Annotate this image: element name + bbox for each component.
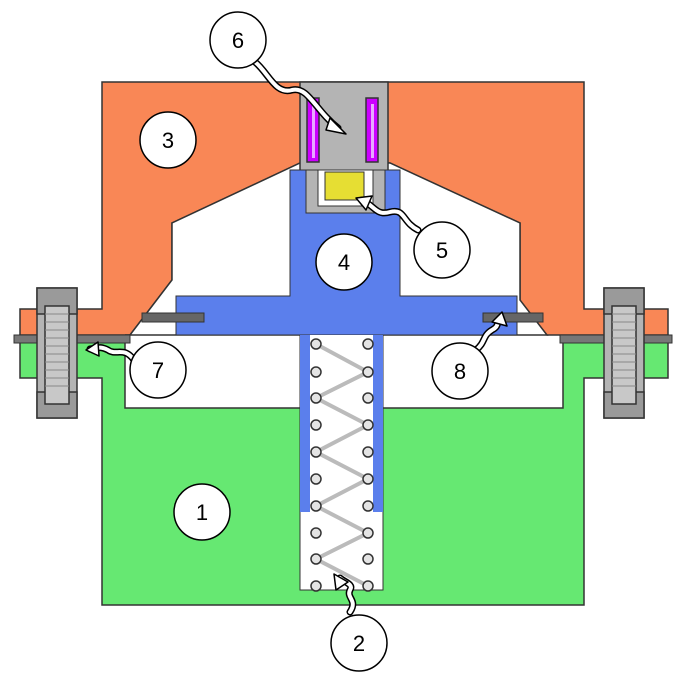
left-inner-seal [141,312,205,323]
callout-8-label: 8 [454,359,466,384]
callout-8: 8 [431,342,489,400]
callout-3-label: 3 [162,128,174,153]
callout-5-label: 5 [436,238,448,263]
left-bolt [36,287,78,419]
callout-2: 2 [330,614,388,672]
callout-5: 5 [413,221,471,279]
right-bolt [603,287,645,419]
callout-1: 1 [173,483,231,541]
compression-spring [311,342,373,588]
callout-4: 4 [315,233,373,291]
callout-1-label: 1 [196,500,208,525]
callout-3: 3 [139,111,197,169]
callout-6: 6 [209,11,267,69]
callout-4-label: 4 [338,250,350,275]
sensor-element [324,171,365,201]
callout-2-label: 2 [353,631,365,656]
callout-6-label: 6 [232,28,244,53]
callout-arrows [85,58,508,616]
callout-7: 7 [129,341,187,399]
right-inner-seal [482,312,544,323]
callout-7-label: 7 [152,358,164,383]
